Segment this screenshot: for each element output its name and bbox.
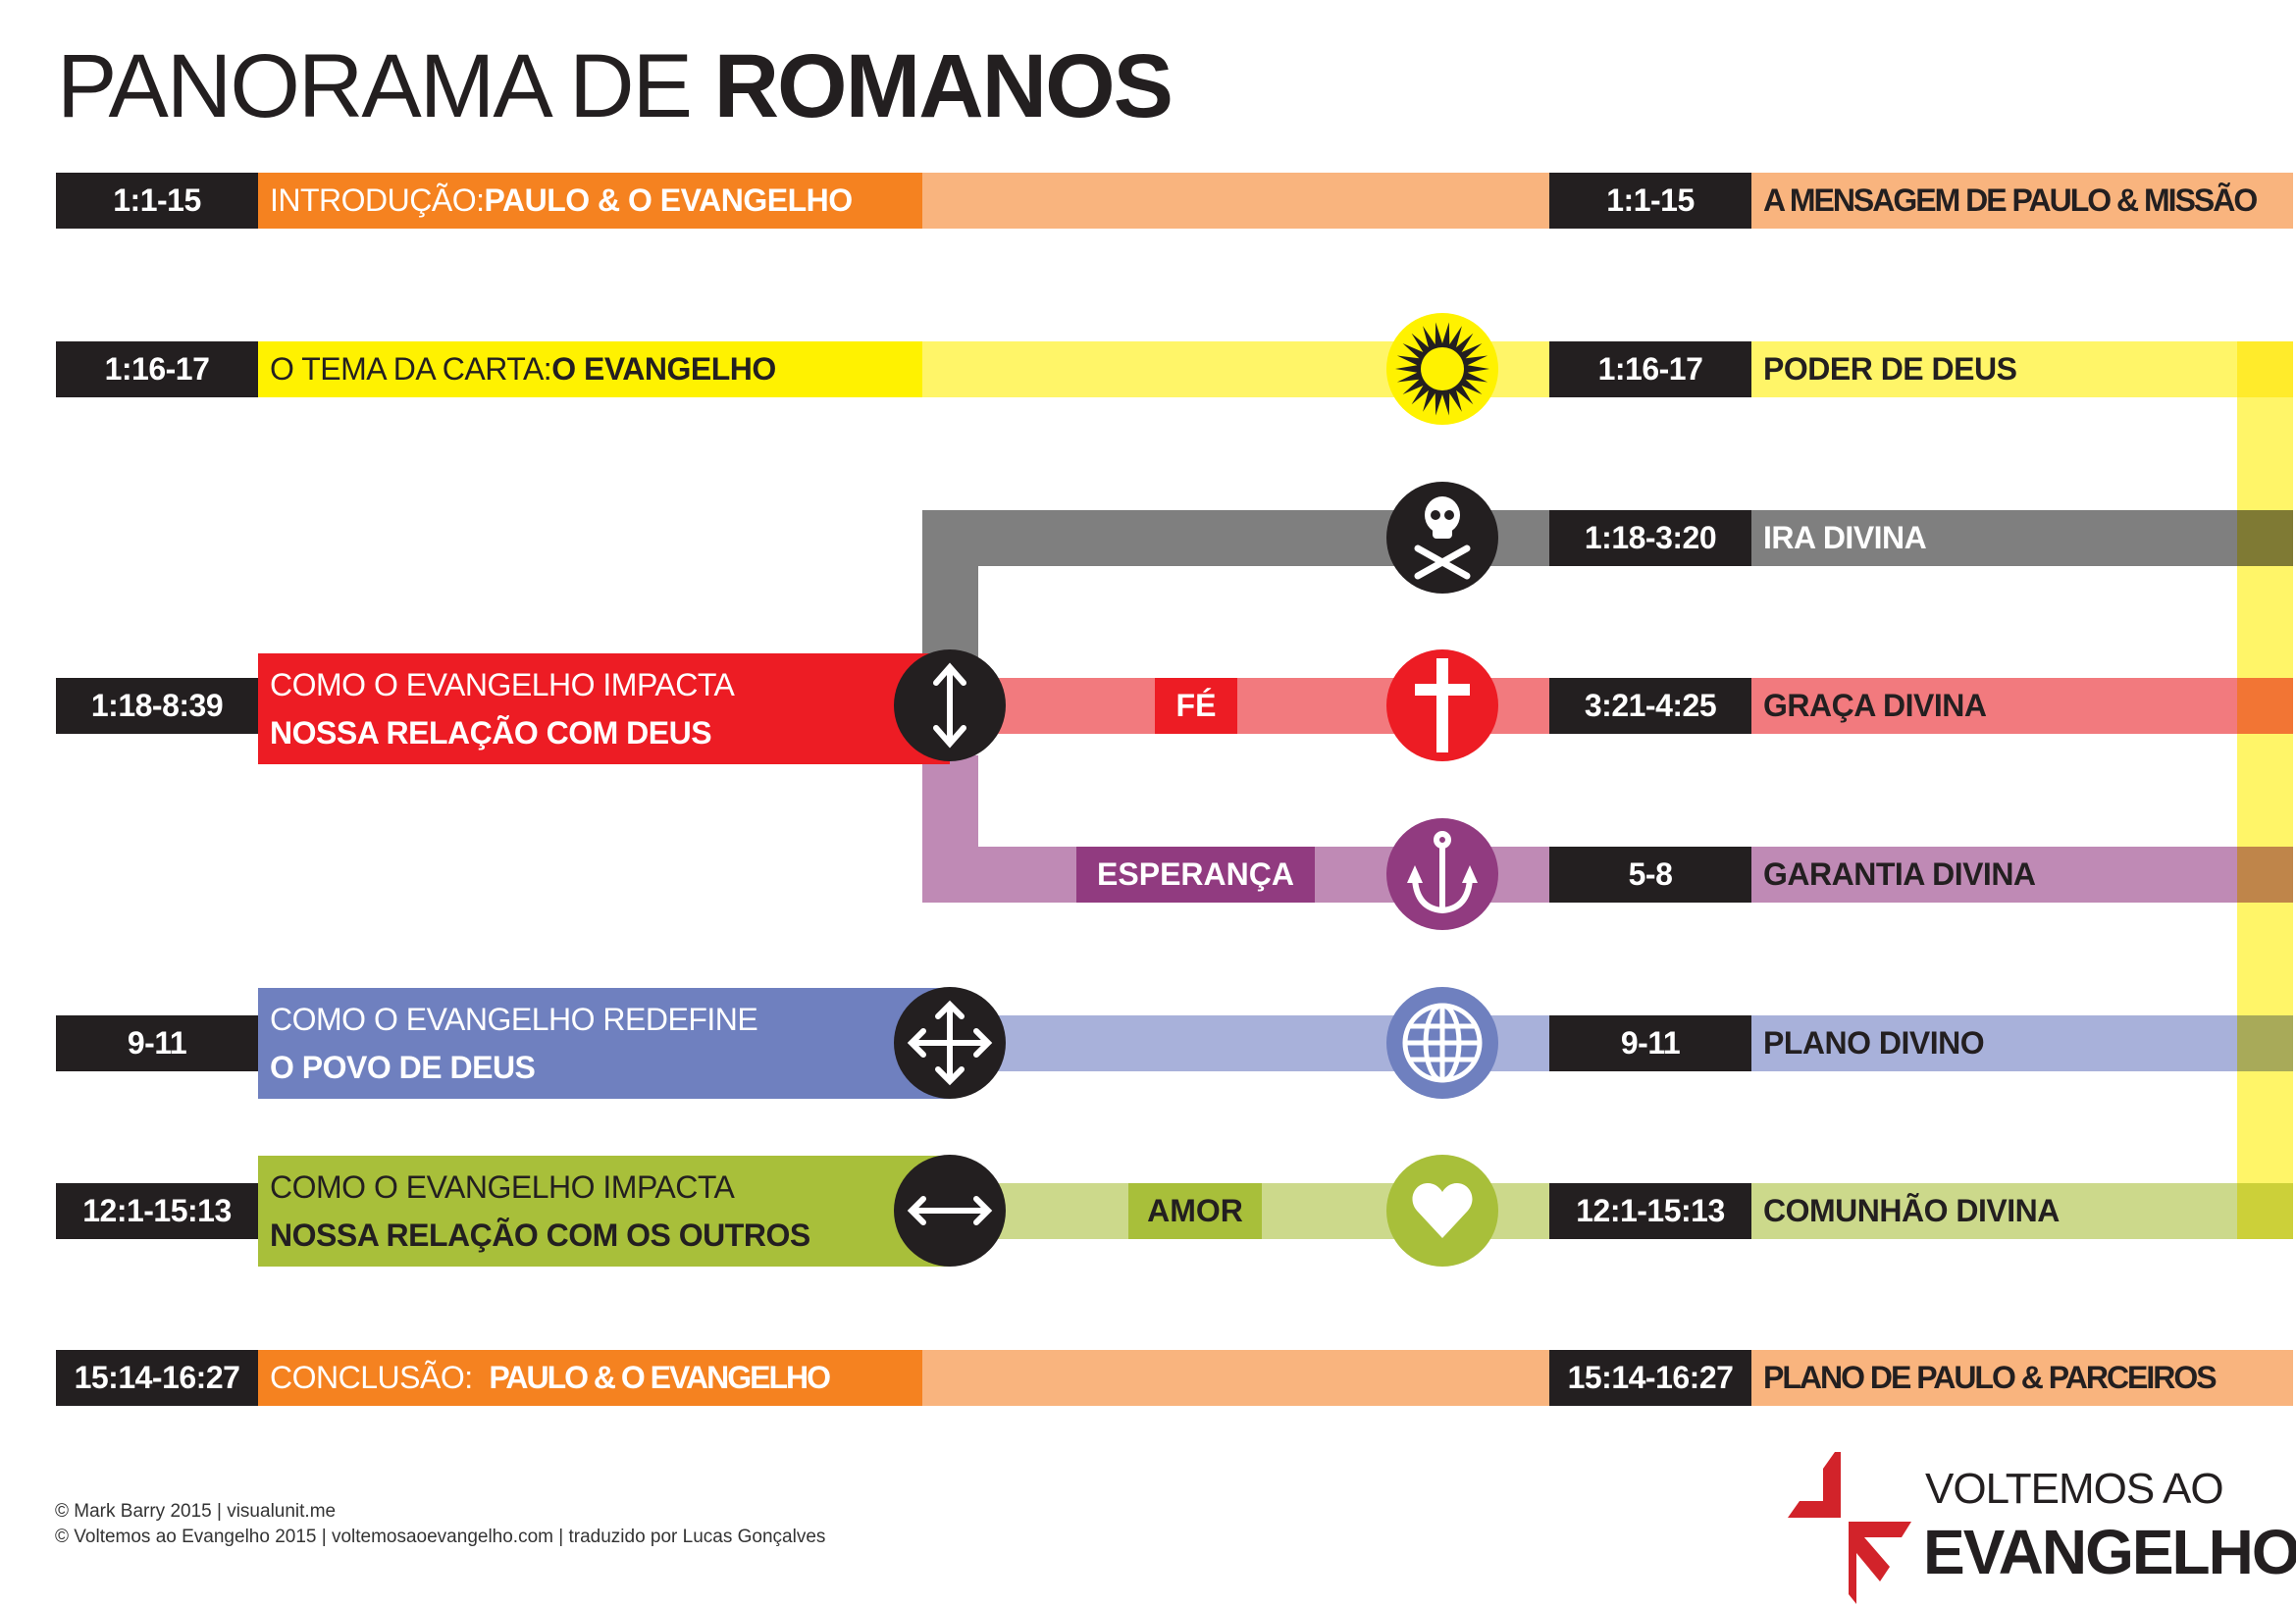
label-plan: PLANO DIVINO [1763,1025,1985,1061]
ref-theme-left: 1:16-17 [56,341,258,397]
ref-intro-left: 1:1-15 [56,173,258,229]
label-conclusion-bold: PAULO & O EVANGELHO [489,1360,831,1395]
label-intro: INTRODUÇÃO: PAULO & O EVANGELHO [258,173,922,229]
ref-people: 9-11 [56,1015,258,1071]
tag-amor: AMOR [1128,1183,1262,1239]
label-conclusion-regular: CONCLUSÃO: [270,1360,490,1395]
label-people: COMO O EVANGELHO REDEFINE O POVO DE DEUS [258,988,950,1099]
anchor-icon [1386,818,1498,930]
title-bold: ROMANOS [713,36,1174,136]
ref-conclusion-right: 15:14-16:27 [1549,1350,1751,1406]
starburst-icon [1386,313,1498,425]
label-line2: O POVO DE DEUS [270,1050,536,1085]
vertical-arrows-icon [894,649,1006,761]
logo-line-1: VOLTEMOS AO [1925,1465,2224,1513]
ref-assurance: 5-8 [1549,847,1751,903]
label-partners: PLANO DE PAULO & PARCEIROS [1763,1360,2218,1395]
credit-line-2: © Voltemos ao Evangelho 2015 | voltemosa… [55,1527,826,1547]
label-line1: COMO O EVANGELHO IMPACTA [270,667,735,702]
page-title: PANORAMA DE ROMANOS [57,35,1174,138]
ref-grace: 3:21-4:25 [1549,678,1751,734]
label-line2: NOSSA RELAÇÃO COM OS OUTROS [270,1217,810,1253]
wrath-connector [922,510,978,667]
power-connector [2237,341,2293,1239]
globe-icon [1386,987,1498,1099]
heart-icon [1386,1155,1498,1267]
skull-crossbones-icon [1386,482,1498,594]
title-regular: PANORAMA DE [57,36,714,136]
label-mensagem: A MENSAGEM DE PAULO & MISSÃO [1751,173,2293,229]
label-wrath: IRA DIVINA [1763,520,1927,555]
cross-icon [1386,649,1498,761]
logo-cross-icon [1788,1452,1911,1604]
label-assurance: GARANTIA DIVINA [1763,856,2036,892]
label-theme-regular: O TEMA DA CARTA: [270,351,552,387]
logo-line-2: EVANGELHO [1923,1517,2296,1587]
label-grace: GRAÇA DIVINA [1763,688,1987,723]
tag-fe: FÉ [1155,678,1237,734]
horizontal-arrows-icon [894,1155,1006,1267]
label-communion: COMUNHÃO DIVINA [1763,1193,2060,1228]
label-theme: O TEMA DA CARTA: O EVANGELHO [258,341,922,397]
label-theme-bold: O EVANGELHO [551,351,776,387]
label-line1: COMO O EVANGELHO REDEFINE [270,1002,758,1037]
label-conclusion: CONCLUSÃO: PAULO & O EVANGELHO [258,1350,922,1406]
ref-god-relation: 1:18-8:39 [56,678,258,734]
label-others: COMO O EVANGELHO IMPACTA NOSSA RELAÇÃO CO… [258,1156,950,1267]
ref-power: 1:16-17 [1549,341,1751,397]
ref-intro-right: 1:1-15 [1549,173,1751,229]
ref-conclusion-left: 15:14-16:27 [56,1350,258,1406]
label-line2: NOSSA RELAÇÃO COM DEUS [270,715,712,751]
label-line1: COMO O EVANGELHO IMPACTA [270,1169,735,1205]
ref-communion: 12:1-15:13 [1549,1183,1751,1239]
label-god-relation: COMO O EVANGELHO IMPACTA NOSSA RELAÇÃO CO… [258,653,950,764]
label-intro-regular: INTRODUÇÃO: [270,182,485,218]
ref-others: 12:1-15:13 [56,1183,258,1239]
four-way-arrows-icon [894,987,1006,1099]
label-power: PODER DE DEUS [1763,351,2017,387]
logo: VOLTEMOS AO EVANGELHO [1786,1447,2296,1606]
label-intro-bold: PAULO & O EVANGELHO [484,182,854,218]
ref-wrath: 1:18-3:20 [1549,510,1751,566]
tag-esperanca: ESPERANÇA [1076,847,1315,903]
credit-line-1: © Mark Barry 2015 | visualunit.me [55,1501,337,1522]
ref-plan: 9-11 [1549,1015,1751,1071]
